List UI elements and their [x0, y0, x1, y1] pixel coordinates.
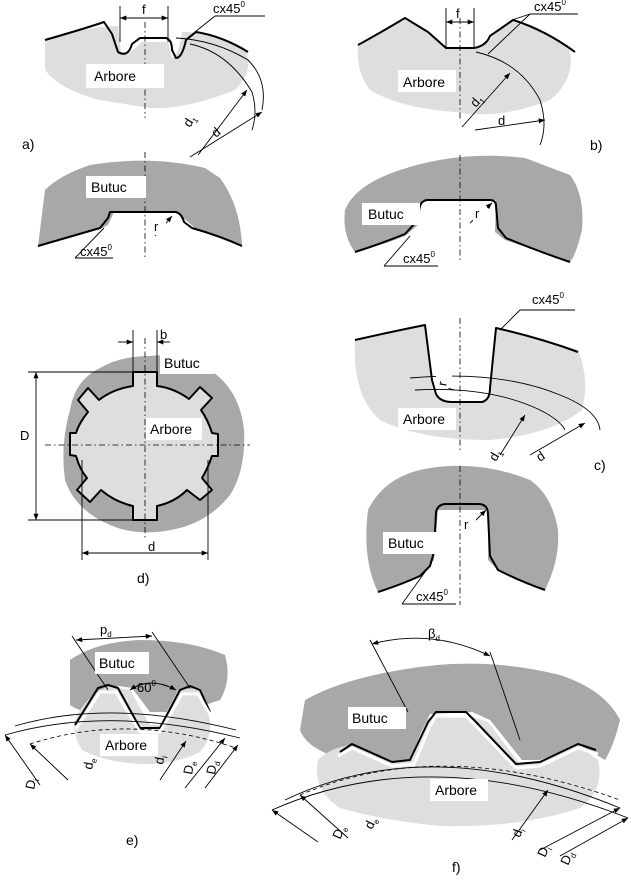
panel-b-hub-label: Butuc	[368, 206, 404, 222]
panel-e-de-label: de	[80, 756, 99, 771]
panel-e-joint	[4, 631, 241, 789]
panel-a-chamfer-label: cx450	[213, 0, 245, 16]
panel-c-d-label: d	[533, 448, 548, 464]
panel-f-joint	[271, 637, 629, 857]
panel-a-d1-label: d1	[180, 111, 201, 130]
panel-e-Dd-label: Dd	[203, 759, 222, 776]
panel-e-De-label: De	[180, 759, 199, 776]
panel-f-angle-label: βd	[428, 626, 440, 643]
panel-c-hub-label: Butuc	[388, 535, 424, 551]
panel-d-shaft-label: Arbore	[150, 421, 192, 437]
panel-e-angle-label: 600	[137, 679, 156, 695]
panel-e-shaft-label: Arbore	[105, 737, 147, 753]
panel-a-hub-chamfer-label: cx450	[80, 243, 112, 259]
panel-c-chamfer-label: cx450	[532, 291, 564, 307]
panel-f-Dd-label: Dd	[557, 848, 578, 868]
panel-d-b-label: b	[160, 327, 167, 342]
panel-c-hub-r-label: r	[464, 517, 469, 532]
panel-c-shaft-label: Arbore	[403, 411, 445, 427]
panel-b-shaft	[357, 8, 578, 146]
panel-b-hub	[344, 155, 583, 267]
panel-f-shaft-label: Arbore	[435, 782, 477, 798]
caption-f: f)	[452, 859, 461, 875]
panel-b-d-label: d	[498, 113, 505, 128]
panel-a-hub	[37, 152, 243, 260]
panel-e-Di-label: Di	[22, 776, 41, 791]
panel-d-d-label: d	[148, 539, 155, 554]
panel-a-r-label: r	[154, 219, 159, 234]
panel-e-pitch-label: pd	[100, 622, 112, 639]
panel-b-chamfer-label: cx450	[534, 0, 566, 14]
panel-a-shaft-label: Arbore	[94, 68, 136, 84]
panel-a-shaft	[44, 6, 265, 158]
panel-d-joint	[28, 330, 250, 560]
panel-f-hub-label: Butuc	[352, 710, 388, 726]
panel-b-r-label: r	[475, 206, 480, 221]
panel-f-Di-label: Di	[534, 843, 554, 861]
panel-c-hub-chamfer-label: cx450	[416, 588, 448, 604]
panel-e-hub-label: Butuc	[99, 655, 135, 671]
caption-b: b)	[590, 137, 602, 153]
panel-b-hub-chamfer-label: cx450	[403, 250, 435, 266]
panel-d-D-label: D	[20, 428, 29, 443]
panel-c-d1-label: d1	[486, 445, 507, 464]
panel-c-r-label: r	[434, 379, 450, 387]
caption-c: c)	[594, 457, 606, 473]
panel-e-di-label: di	[151, 754, 169, 766]
panel-b-shaft-label: Arbore	[403, 74, 445, 90]
panel-c-shaft	[354, 309, 601, 456]
panel-f-De-label: De	[329, 822, 350, 842]
panel-b-f-label: f	[456, 6, 460, 21]
panel-c-hub	[366, 465, 559, 605]
caption-a: a)	[22, 136, 34, 152]
caption-d: d)	[137, 570, 149, 586]
panel-f-di-label: di	[509, 825, 528, 839]
panel-a-f-label: f	[142, 2, 146, 17]
panel-d-hub-label: Butuc	[164, 355, 200, 371]
caption-e: e)	[126, 832, 138, 848]
panel-a-hub-label: Butuc	[91, 179, 127, 195]
